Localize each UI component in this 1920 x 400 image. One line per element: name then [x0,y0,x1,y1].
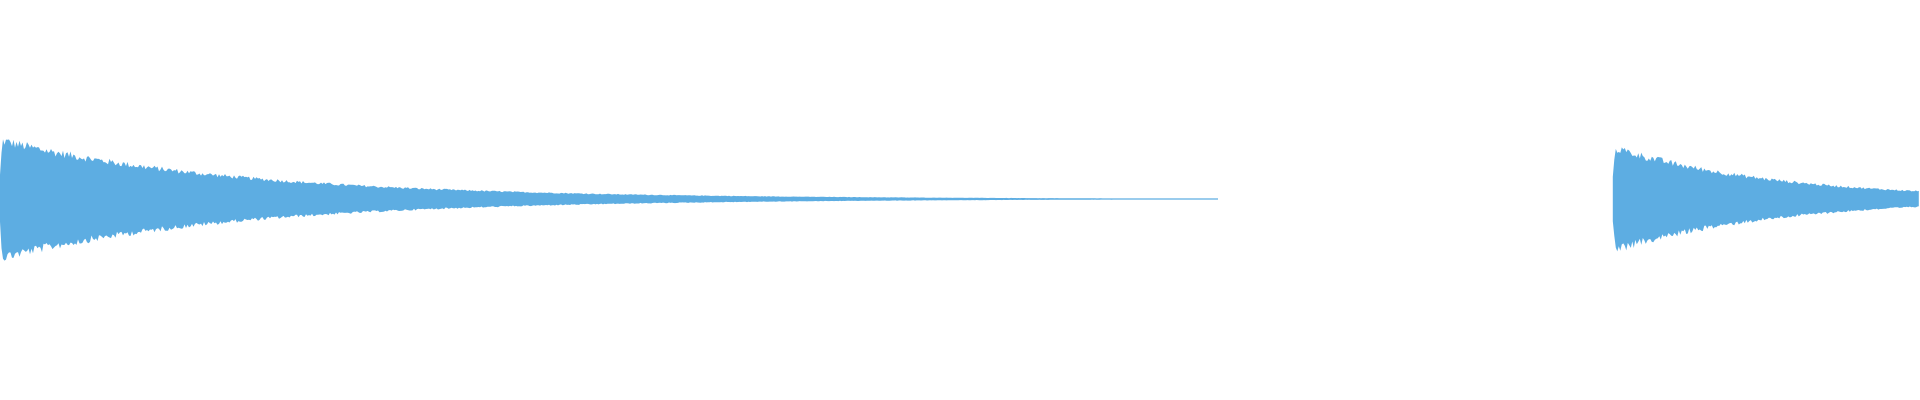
waveform-tail-speck [1212,198,1214,200]
waveform-first-note [0,139,1218,261]
waveform-tail-speck [1170,198,1172,200]
waveform-group [0,139,1919,261]
waveform-second-note [1612,147,1919,252]
waveform-tail-speck [1176,198,1178,200]
waveform-tail-speck [1188,198,1190,200]
